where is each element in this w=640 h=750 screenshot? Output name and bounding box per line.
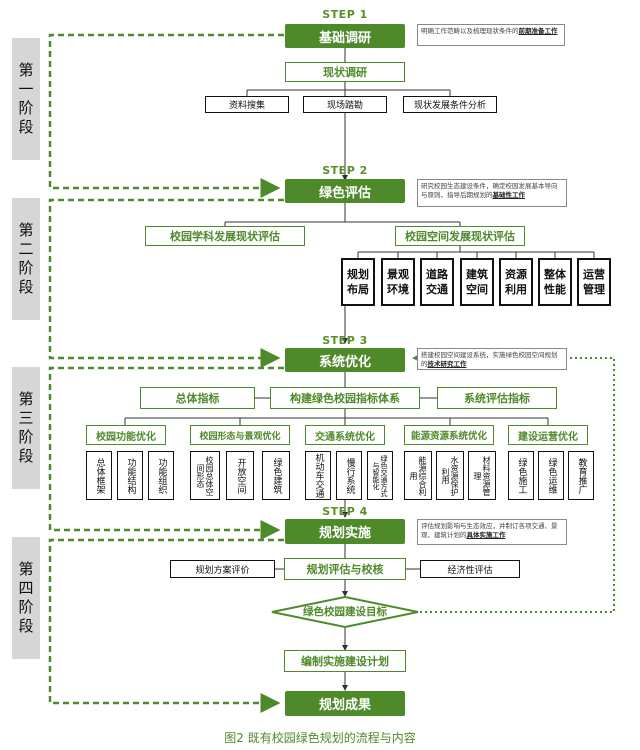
evaluation-indicator-box: 系统评估指标 xyxy=(437,387,557,409)
site-survey-box: 现场踏勘 xyxy=(303,96,387,113)
overall-framework-box: 总体框架 xyxy=(86,451,112,500)
step-2-note-text: 研究校园生态建设条件，确定校园发展基本导向与原则，指导后期规划的 xyxy=(421,182,558,199)
step-2-label: STEP 2 xyxy=(322,164,368,177)
step-1-note: 明确工作范畴以及梳理现状条件的前期准备工作 xyxy=(417,24,565,46)
phase-label-2: 第二阶段 xyxy=(12,198,40,320)
step-1-label: STEP 1 xyxy=(322,8,368,21)
operation-management-box: 运营管理 xyxy=(577,258,611,306)
step-2-note-highlight: 基础性工作 xyxy=(492,191,526,199)
green-construction-box: 绿色施工 xyxy=(508,451,534,500)
implementation-plan-box: 编制实施建设计划 xyxy=(284,650,406,672)
goal-diamond-shape xyxy=(271,595,419,629)
step-4-note-highlight: 具体实施工作 xyxy=(466,531,506,539)
function-optimization-box: 校园功能优化 xyxy=(86,425,166,445)
open-space-box: 开放空间 xyxy=(226,451,254,500)
step-3-note-text: 搭建校园空间建设系统，实施绿色校园空间规划的 xyxy=(421,351,558,368)
plan-result-box: 规划成果 xyxy=(285,691,405,716)
step-1-note-text: 明确工作范畴以及梳理现状条件的 xyxy=(421,27,519,35)
step-1-note-highlight: 前期准备工作 xyxy=(518,27,558,35)
green-traffic-mode-box: 绿色交通方式与智能化 xyxy=(367,451,393,500)
plan-implementation-box: 规划实施 xyxy=(285,519,405,544)
functional-organization-box: 功能组织 xyxy=(148,451,174,500)
education-promotion-box: 教育推广 xyxy=(568,451,594,500)
phase-label-4: 第四阶段 xyxy=(12,537,40,659)
development-analysis-box: 现状发展条件分析 xyxy=(403,96,497,113)
building-space-box: 建筑空间 xyxy=(460,258,494,306)
economic-evaluation-box: 经济性评估 xyxy=(420,560,520,578)
layout-planning-box: 规划布局 xyxy=(341,258,375,306)
material-management-box: 材料资源管理 xyxy=(468,451,496,500)
indicator-system-box: 构建绿色校园指标体系 xyxy=(270,387,420,409)
green-campus-goal-label: 绿色校园建设目标 xyxy=(303,606,387,618)
traffic-optimization-box: 交通系统优化 xyxy=(305,425,385,445)
plan-evaluation-box: 规划方案评价 xyxy=(170,560,275,578)
motor-traffic-box: 机动车交通 xyxy=(305,451,331,500)
step-4-label: STEP 4 xyxy=(322,505,368,518)
landscape-environment-box: 景观环境 xyxy=(381,258,415,306)
system-optimization-box: 系统优化 xyxy=(285,348,405,372)
functional-structure-box: 功能结构 xyxy=(117,451,143,500)
green-building-box: 绿色建筑 xyxy=(262,451,290,500)
step-3-note: 搭建校园空间建设系统，实施绿色校园空间规划的技术研究工作 xyxy=(417,348,567,370)
data-collection-box: 资料搜集 xyxy=(205,96,289,113)
construction-operation-optimization-box: 建设运营优化 xyxy=(508,425,588,445)
figure-caption: 图2 既有校园绿色规划的流程与内容 xyxy=(224,731,416,745)
step-2-note: 研究校园生态建设条件，确定校园发展基本导向与原则，指导后期规划的基础性工作 xyxy=(417,179,567,207)
step-3-label: STEP 3 xyxy=(322,334,368,347)
overall-indicator-box: 总体指标 xyxy=(140,387,255,409)
campus-spatial-form-box: 校园总体空间形态 xyxy=(190,451,220,500)
basic-research-box: 基础调研 xyxy=(285,24,405,48)
road-traffic-box: 道路交通 xyxy=(420,258,454,306)
form-landscape-optimization-box: 校园形态与景观优化 xyxy=(190,425,290,445)
phase-label-3: 第三阶段 xyxy=(12,367,40,489)
step-3-note-highlight: 技术研究工作 xyxy=(427,360,467,368)
spatial-assessment-box: 校园空间发展现状评估 xyxy=(395,226,525,246)
energy-resource-optimization-box: 能源资源系统优化 xyxy=(404,425,494,445)
status-survey-box: 现状调研 xyxy=(285,62,405,82)
step-4-note-text: 评估规划影响与生态效应，并制订各项交通、景观、建筑计划的 xyxy=(421,522,558,539)
slow-traffic-box: 慢行系统 xyxy=(336,451,362,500)
water-resource-box: 水资源保护利用 xyxy=(436,451,464,500)
green-maintenance-box: 绿色运维 xyxy=(538,451,564,500)
plan-assessment-check-box: 规划评估与校核 xyxy=(284,558,406,580)
step-4-note: 评估规划影响与生态效应，并制订各项交通、景观、建筑计划的具体实施工作 xyxy=(417,519,567,545)
overall-performance-box: 整体性能 xyxy=(538,258,572,306)
phase-label-1: 第一阶段 xyxy=(12,38,40,160)
discipline-assessment-box: 校园学科发展现状评估 xyxy=(145,226,305,246)
resource-utilization-box: 资源利用 xyxy=(499,258,533,306)
green-assessment-box: 绿色评估 xyxy=(285,179,405,203)
energy-utilization-box: 能源综合利用 xyxy=(404,451,432,500)
